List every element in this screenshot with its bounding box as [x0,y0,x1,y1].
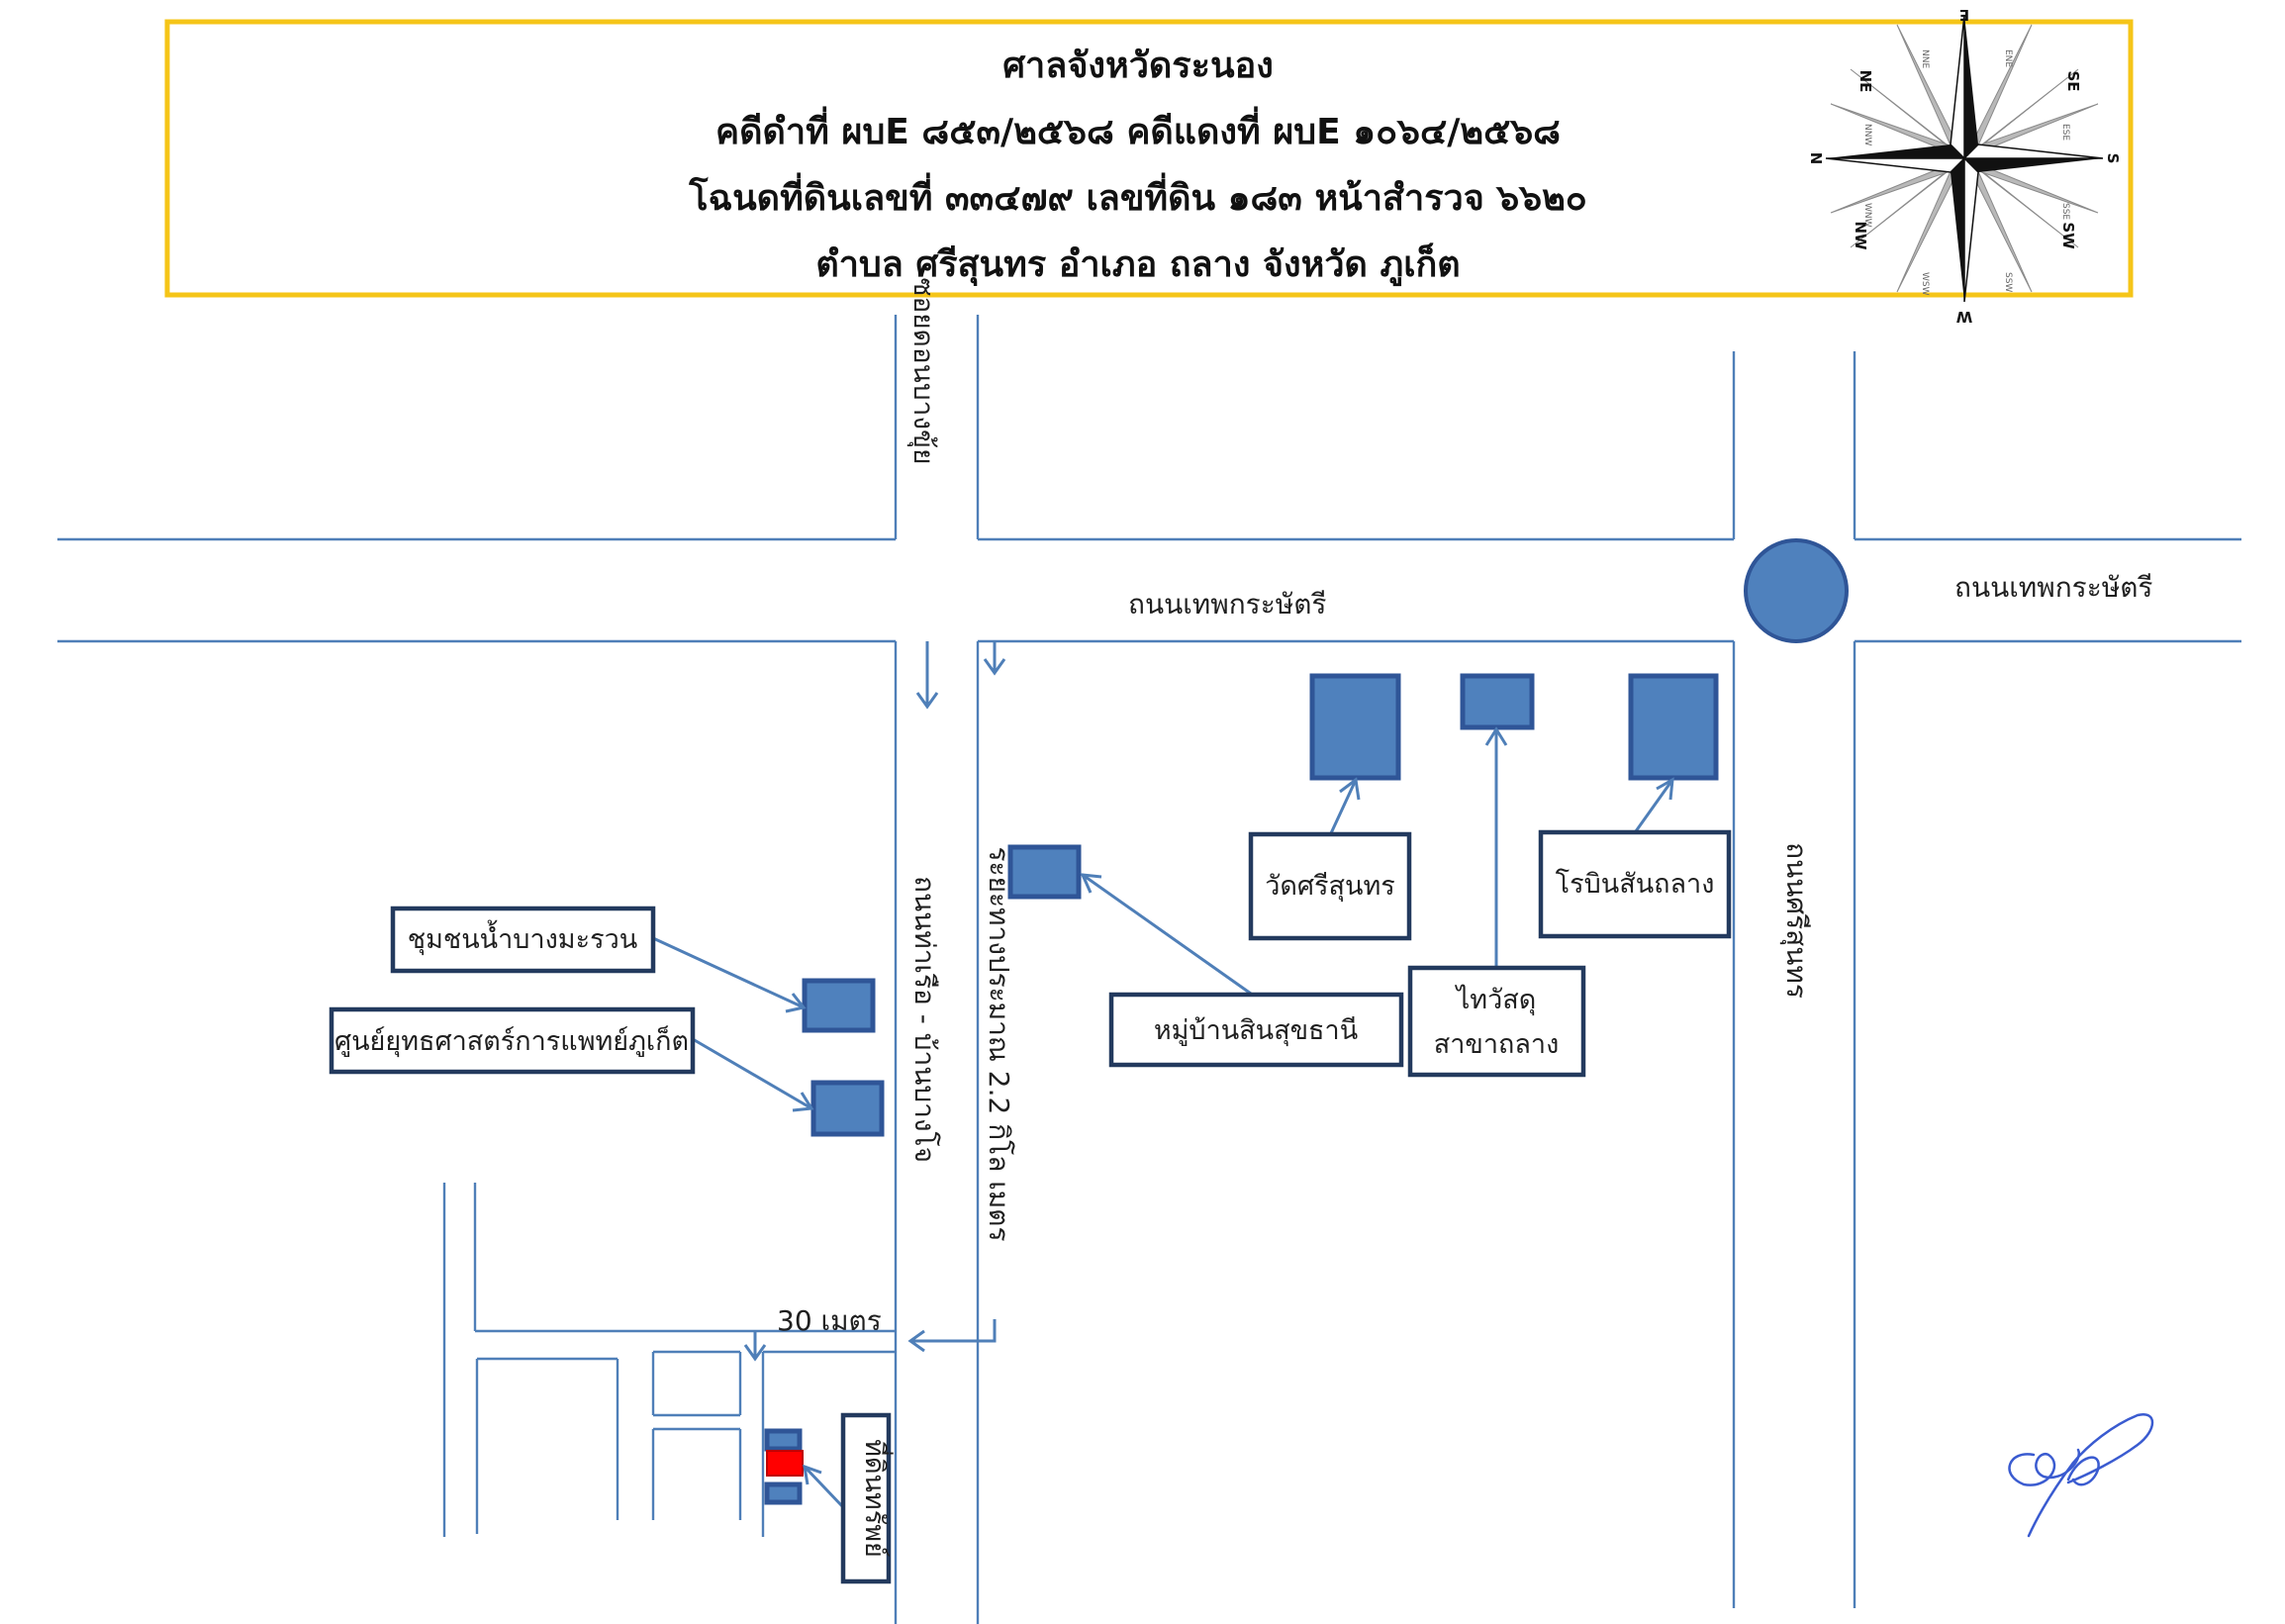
court-name: ศาลจังหวัดระนอง [1002,46,1274,86]
direction-arrows [743,641,1006,1362]
svg-text:WNW: WNW [1862,203,1872,228]
label-box-village [1108,992,1404,1068]
svg-text:SE: SE [2064,70,2082,91]
label-box-post [1407,965,1586,1078]
road-lines [57,315,2241,1624]
label-box-chumchon [390,906,656,974]
distance-30m-label: 30 เมตร [777,1304,882,1337]
building-post [1460,673,1535,730]
label-box-wat [1248,831,1412,941]
label-target: ที่ดินทรัพย์ [859,1439,894,1558]
deed-info: โฉนดที่ดินเลขที่ ๓๓๔๗๙ เลขที่ดิน ๑๘๓ หน้… [688,172,1587,219]
label-village: หมู่บ้านสินสุขธานี [1154,1015,1358,1047]
svg-text:NNE: NNE [1920,49,1930,68]
svg-text:ENE: ENE [2003,49,2013,67]
header-panel [164,19,2134,298]
leader-lines [652,726,1674,1509]
svg-text:ESE: ESE [2060,124,2070,141]
road-label-tha-ruea: ถนนท่าเรือ - บ้านบางโจ [908,876,941,1163]
label-box-school [1538,829,1732,939]
svg-text:NW: NW [1852,221,1869,250]
svg-text:SSE: SSE [2060,203,2070,220]
svg-text:NE: NE [1857,70,1874,93]
svg-text:NNW: NNW [1862,124,1872,145]
target-property-marker [766,1450,804,1477]
road-label-srisoonthorn: ถนนศรีสุนทร [1779,842,1813,999]
road-label-thep-left: ถนนเทพกระษัตรี [1128,588,1326,621]
building-wat [1309,673,1401,781]
label-center: ศูนย์ยุทธศาสตร์การแพทย์ภูเก็ต [334,1023,689,1058]
distance-label: ระยะทางประมาณ 2.2 กิโล เมตร [983,846,1015,1241]
building-small-1 [764,1428,803,1452]
case-numbers: คดีดำที่ ผบE ๘๕๓/๒๕๖๘ คดีแดงที่ ผบE ๑๐๖๔… [715,106,1561,152]
roundabout [1744,538,1849,643]
signature-mark [2008,1412,2154,1538]
svg-text:SSW: SSW [2003,272,2013,292]
road-label-thep-right: ถนนเทพกระษัตรี [1954,571,2152,604]
svg-text:S: S [2104,153,2122,164]
label-post-2: สาขาถลาง [1434,1029,1560,1060]
svg-text:N: N [1807,152,1825,165]
svg-text:E: E [1959,6,1969,24]
building-center [810,1080,885,1137]
svg-text:WSW: WSW [1920,272,1930,296]
location-info: ตำบล ศรีสุนทร อำเภอ ถลาง จังหวัด ภูเก็ต [815,241,1460,287]
building-small-2 [764,1481,803,1505]
compass-icon: E W S N NE SE SW NW NNE ENE ESE SSE SSW … [1807,6,2122,326]
label-box-center [329,1006,696,1075]
building-village [1007,844,1082,900]
building-school [1628,673,1719,781]
building-chumchon [802,978,876,1033]
label-box-target [840,1412,892,1584]
svg-text:W: W [1955,308,1972,326]
svg-text:SW: SW [2059,222,2077,249]
label-post-1: ไทวัสดุ [1455,985,1537,1016]
road-label-soi: ซอยดอนบางขุ้ย [906,277,940,464]
label-chumchon: ชุมชนน้ำบางมะรวน [408,919,637,956]
label-wat: วัดศรีสุนทร [1265,871,1395,903]
label-school: โรบินสันถลาง [1556,869,1715,900]
